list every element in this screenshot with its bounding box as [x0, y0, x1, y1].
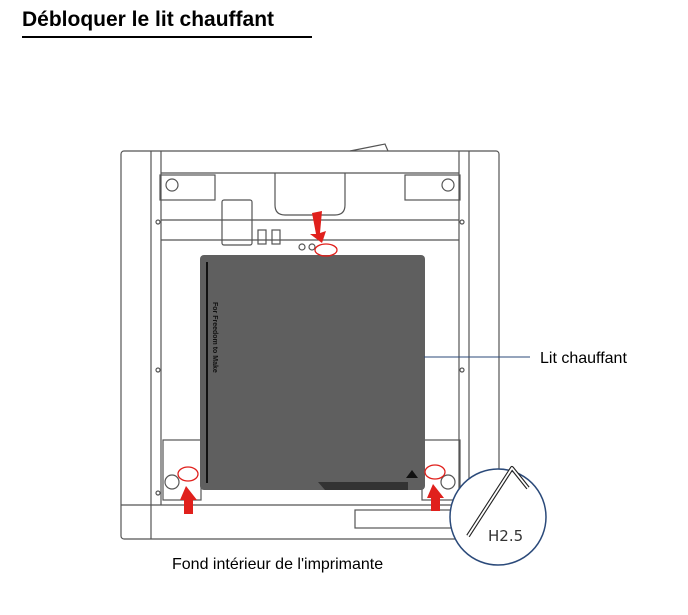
printer-frame [120, 143, 500, 540]
hex-key-inset: H2.5 [449, 466, 547, 566]
screw-highlights [177, 243, 446, 482]
heatbed-label: Lit chauffant [540, 350, 627, 367]
caption: Fond intérieur de l'imprimante [172, 556, 384, 573]
hex-key-size: H2.5 [488, 527, 523, 545]
plate-brand-text: For Freedom to Make [211, 302, 218, 373]
heatbed-plate: For Freedom to Make [200, 255, 425, 490]
arrow-icons [180, 211, 444, 514]
page-title: Débloquer le lit chauffant [22, 8, 312, 38]
